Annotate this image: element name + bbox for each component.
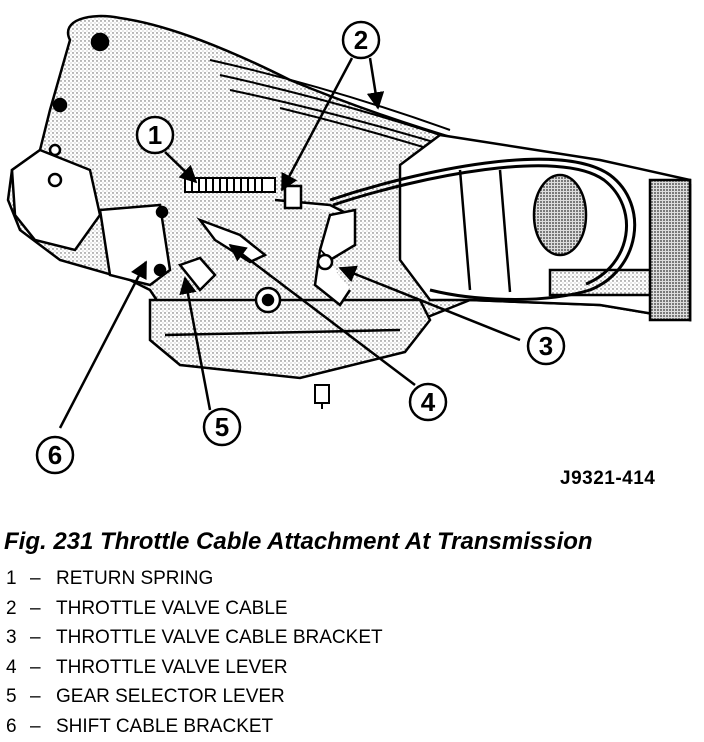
legend-item-dash: – [30, 715, 41, 737]
legend-item-label: THROTTLE VALVE CABLE [56, 597, 288, 619]
callout-5-label: 5 [215, 412, 229, 442]
legend-item-number: 1 [6, 568, 17, 589]
callout-3: 3 [526, 326, 566, 366]
legend-item-dash: – [30, 656, 41, 678]
legend-item-label: GEAR SELECTOR LEVER [56, 686, 285, 708]
callout-1: 1 [135, 115, 175, 155]
oil-pan [148, 286, 432, 380]
callout-1-label: 1 [148, 120, 162, 150]
callout-2: 2 [341, 20, 381, 60]
callout-leaders [58, 57, 521, 429]
callout-5: 5 [202, 407, 242, 447]
figure-caption: Fig. 231 Throttle Cable Attachment At Tr… [4, 528, 593, 555]
legend-item: 6–SHIFT CABLE BRACKET [6, 712, 383, 742]
callout-4-label: 4 [421, 387, 436, 417]
legend-item-dash: – [30, 686, 41, 708]
legend-item: 1–RETURN SPRING [6, 564, 383, 594]
return-spring [184, 177, 276, 193]
callout-6: 6 [35, 435, 75, 475]
legend-item-dash: – [30, 627, 41, 649]
diagram-code: J9321-414 [560, 468, 656, 489]
legend-item: 4–THROTTLE VALVE LEVER [6, 653, 383, 683]
transmission-illustration: 1 2 3 4 5 6 [6, 14, 692, 475]
throttle-lever-mechanism [177, 184, 357, 307]
callout-6-label: 6 [48, 440, 62, 470]
legend-item: 5–GEAR SELECTOR LEVER [6, 682, 383, 712]
callout-2-label: 2 [354, 25, 368, 55]
legend-item-number: 5 [6, 686, 17, 708]
bell-housing [10, 32, 110, 252]
shift-cable-bracket [98, 203, 172, 287]
legend-item: 3–THROTTLE VALVE CABLE BRACKET [6, 623, 383, 653]
legend-item-label: THROTTLE VALVE CABLE BRACKET [56, 627, 383, 649]
legend-list: 1–RETURN SPRING 2–THROTTLE VALVE CABLE 3… [6, 564, 383, 742]
legend-item-number: 4 [6, 656, 17, 678]
legend-item-label: THROTTLE VALVE LEVER [56, 656, 288, 678]
legend-item-label: SHIFT CABLE BRACKET [56, 715, 274, 737]
legend-item-label: RETURN SPRING [56, 568, 214, 589]
legend-item: 2–THROTTLE VALVE CABLE [6, 594, 383, 624]
legend-item-number: 2 [6, 597, 17, 619]
legend-item-dash: – [30, 597, 41, 619]
callout-4: 4 [408, 382, 448, 422]
throttle-cable-loop [329, 157, 637, 301]
legend-item-number: 3 [6, 627, 17, 649]
drain-bolt [314, 384, 330, 409]
legend-item-number: 6 [6, 715, 17, 737]
legend-item-dash: – [30, 568, 41, 589]
callout-3-label: 3 [539, 331, 553, 361]
